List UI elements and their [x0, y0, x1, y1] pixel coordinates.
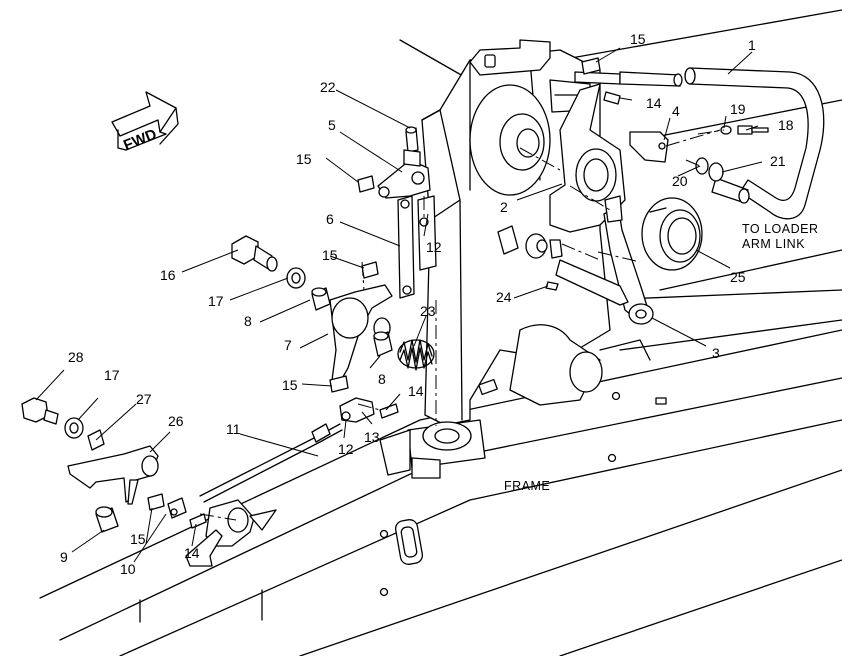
callout-14c: 14: [184, 545, 200, 561]
part-14-pin: [379, 403, 399, 419]
frame-hole: [611, 391, 621, 401]
clip-15: [357, 175, 375, 193]
pedal-bracket: [185, 499, 277, 567]
part-11-rod: [199, 423, 343, 503]
frame-slot: [478, 378, 498, 396]
part-8-bushings: [311, 287, 393, 357]
frame-rails: [39, 329, 842, 656]
callout-4: 4: [672, 103, 680, 119]
part-6-link: [397, 195, 437, 299]
part-25-pulley: [641, 197, 703, 271]
callout-11: 11: [226, 421, 241, 437]
link-tube: [619, 71, 681, 87]
callout-13: 13: [364, 429, 380, 445]
part-21-bushing: [708, 162, 724, 182]
callout-14b: 14: [646, 95, 662, 111]
callout-23: 23: [420, 303, 436, 319]
part-26-pedal-lever: [67, 445, 159, 505]
part-14-pin: [189, 513, 207, 529]
part-4-bracket: [629, 131, 669, 163]
part-18-bolt: [737, 125, 753, 135]
callout-3: 3: [712, 345, 720, 361]
clip-15: [329, 375, 349, 393]
callout-22: 22: [320, 79, 336, 95]
part-1-link-rod: [684, 67, 825, 220]
part-20-washer: [695, 157, 709, 175]
bushings-24: [497, 225, 563, 291]
callout-5: 5: [328, 117, 336, 133]
callout-9: 9: [60, 549, 68, 565]
callout-15d: 15: [282, 377, 298, 393]
clip-15: [361, 261, 379, 279]
frame-hole: [379, 529, 389, 539]
leader-lines: [35, 47, 763, 563]
link-tube: [574, 71, 621, 85]
loader-label-line2: ARM LINK: [742, 237, 805, 251]
part-2-bellcrank: [549, 71, 683, 233]
callout-17b: 17: [104, 367, 120, 383]
callout-17a: 17: [208, 293, 224, 309]
clips-15: [147, 57, 601, 511]
part-14-pin: [603, 91, 621, 105]
callout-15e: 15: [130, 531, 146, 547]
callout-10: 10: [120, 561, 136, 577]
callout-27: 27: [136, 391, 152, 407]
part-28-bolt: [21, 397, 105, 451]
hardware-18-21: [629, 125, 769, 182]
frame-hole: [379, 587, 389, 597]
top-bracket: [469, 39, 551, 76]
callout-21: 21: [770, 153, 786, 169]
callout-26: 26: [168, 413, 184, 429]
callout-24: 24: [496, 289, 512, 305]
callout-numbers: 1 2 3 4 5 6 7 8 8 9 10 11 12 12 13 14 14…: [60, 31, 794, 577]
clip-15: [581, 57, 601, 75]
callout-15c: 15: [322, 247, 338, 263]
callout-25: 25: [730, 269, 746, 285]
callout-6: 6: [326, 211, 334, 227]
part-5-lever: [377, 126, 431, 199]
center-lines: [199, 129, 725, 521]
callout-8b: 8: [378, 371, 386, 387]
callout-19: 19: [730, 101, 746, 117]
pivot-boss: [569, 351, 603, 393]
upper-frame: [399, 9, 842, 351]
callout-28: 28: [68, 349, 84, 365]
callout-2: 2: [500, 199, 508, 215]
callout-15a: 15: [630, 31, 646, 47]
fwd-arrow: [111, 91, 179, 151]
callout-20: 20: [672, 173, 688, 189]
part-19-nut: [720, 125, 732, 135]
frame-label: FRAME: [504, 479, 550, 493]
frame-bolt: [655, 397, 667, 405]
clip-15: [147, 493, 165, 511]
callout-8a: 8: [244, 313, 252, 329]
callout-7: 7: [284, 337, 292, 353]
callout-1: 1: [748, 37, 756, 53]
callout-16: 16: [160, 267, 176, 283]
part-16-bolt: [231, 235, 306, 289]
callout-15b: 15: [296, 151, 312, 167]
callout-12b: 12: [426, 239, 442, 255]
part-10-clevis: [167, 497, 187, 519]
part-9-bushing: [95, 497, 207, 533]
loader-label-line1: TO LOADER: [742, 222, 819, 236]
callout-12a: 12: [338, 441, 354, 457]
frame-hole: [607, 453, 617, 463]
part-3-crank: [555, 195, 654, 325]
callout-14a: 14: [408, 383, 424, 399]
callout-18: 18: [778, 117, 794, 133]
